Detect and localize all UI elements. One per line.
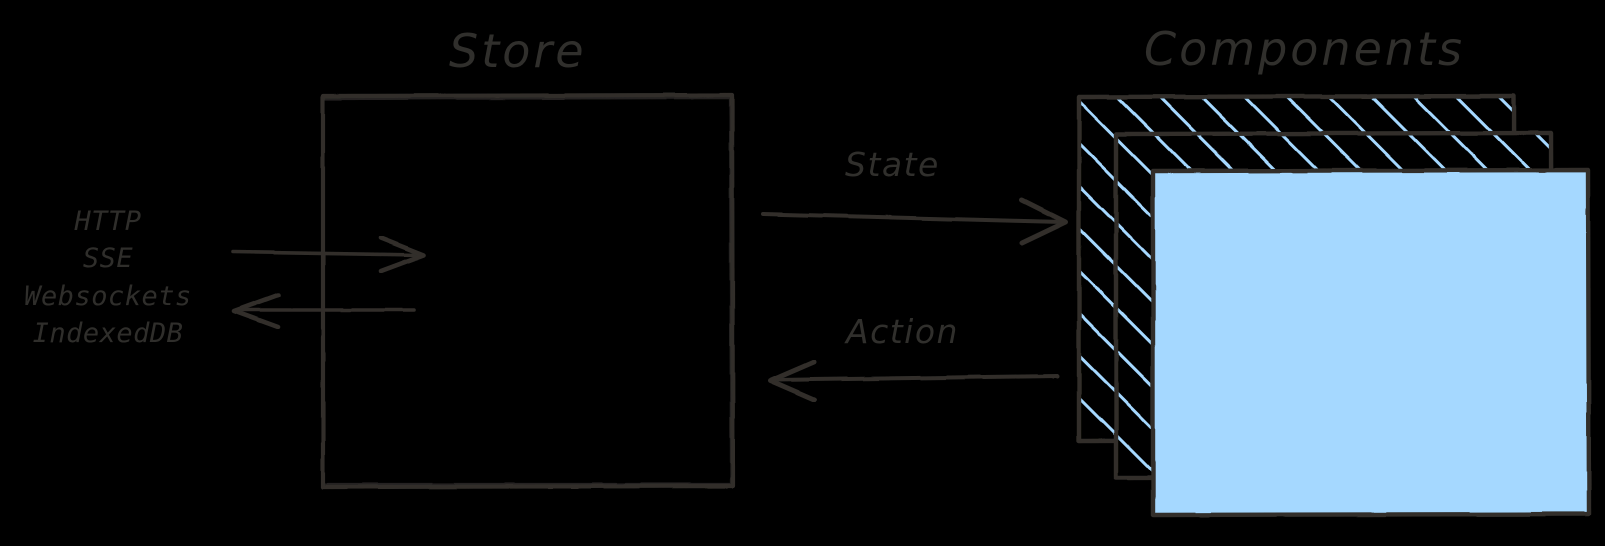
store-box[interactable] (320, 92, 736, 490)
protocol-list: HTTP SSE Websockets IndexedDB (24, 206, 192, 349)
inbound-arrow[interactable] (231, 235, 427, 274)
state-arrow[interactable] (761, 197, 1069, 246)
state-edge-label: State (845, 145, 940, 184)
action-arrow[interactable] (767, 359, 1059, 403)
components-title: Components (1144, 22, 1466, 76)
action-edge-label: Action (846, 312, 959, 351)
store-title: Store (449, 24, 587, 78)
component-card-front[interactable] (1150, 167, 1592, 518)
outbound-arrow[interactable] (231, 292, 416, 330)
